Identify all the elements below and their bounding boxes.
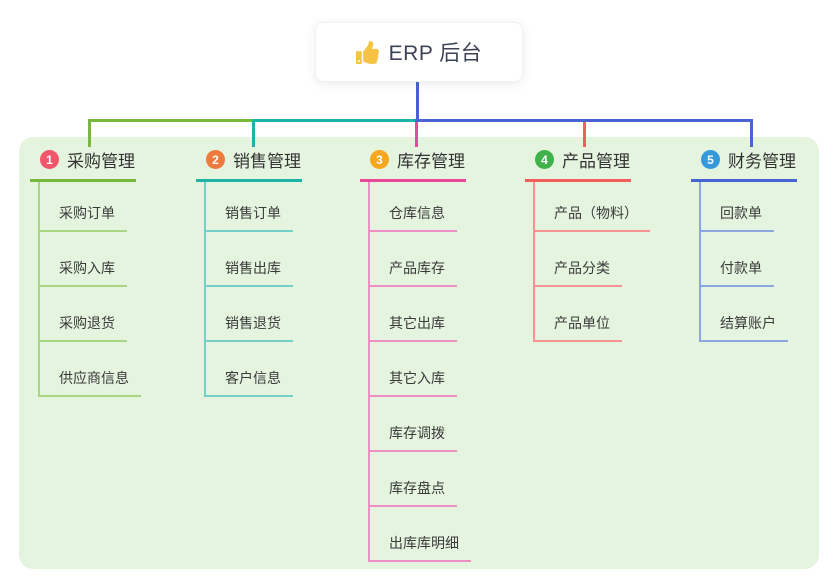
branch-column-4: 4 产品管理产品（物料）产品分类产品单位 xyxy=(525,145,650,342)
child-node[interactable]: 回款单 xyxy=(701,182,774,232)
branch-column-1: 1 采购管理采购订单采购入库采购退货供应商信息 xyxy=(30,145,141,397)
child-node[interactable]: 结算账户 xyxy=(701,287,788,342)
child-node[interactable]: 销售出库 xyxy=(206,232,293,287)
root-title: ERP 后台 xyxy=(388,42,483,65)
branch-header-4[interactable]: 4 产品管理 xyxy=(525,145,631,182)
branch-children-5: 回款单付款单结算账户 xyxy=(699,182,788,342)
branch-column-5: 5 财务管理回款单付款单结算账户 xyxy=(691,145,797,342)
numbered-badge-2: 2 xyxy=(206,150,225,169)
child-node[interactable]: 产品（物料） xyxy=(535,182,650,232)
child-node[interactable]: 库存调拨 xyxy=(370,397,457,452)
edge-bus-mid-teal xyxy=(252,119,418,122)
child-node[interactable]: 付款单 xyxy=(701,232,774,287)
root-node[interactable]: ERP 后台 xyxy=(315,22,523,82)
child-node[interactable]: 采购入库 xyxy=(40,232,127,287)
branch-children-3: 仓库信息产品库存其它出库其它入库库存调拨库存盘点出库库明细 xyxy=(368,182,471,562)
branch-label: 销售管理 xyxy=(233,152,301,171)
numbered-badge-3: 3 xyxy=(370,150,389,169)
child-node[interactable]: 供应商信息 xyxy=(40,342,141,397)
numbered-badge-5: 5 xyxy=(701,150,720,169)
branch-column-3: 3 库存管理仓库信息产品库存其它出库其它入库库存调拨库存盘点出库库明细 xyxy=(360,145,471,562)
edge-drop-branch-1 xyxy=(88,119,91,147)
branch-header-5[interactable]: 5 财务管理 xyxy=(691,145,797,182)
edge-drop-branch-5 xyxy=(750,119,753,147)
child-node[interactable]: 采购退货 xyxy=(40,287,127,342)
child-node[interactable]: 仓库信息 xyxy=(370,182,457,232)
edge-drop-branch-4 xyxy=(583,119,586,147)
numbered-badge-1: 1 xyxy=(40,150,59,169)
branch-header-3[interactable]: 3 库存管理 xyxy=(360,145,466,182)
child-node[interactable]: 客户信息 xyxy=(206,342,293,397)
child-node[interactable]: 其它入库 xyxy=(370,342,457,397)
branch-label: 产品管理 xyxy=(562,152,630,171)
child-node[interactable]: 产品分类 xyxy=(535,232,622,287)
branch-header-1[interactable]: 1 采购管理 xyxy=(30,145,136,182)
branch-children-4: 产品（物料）产品分类产品单位 xyxy=(533,182,650,342)
branches-panel xyxy=(19,137,819,569)
edge-bus-left-green xyxy=(88,119,255,122)
branch-label: 库存管理 xyxy=(397,152,465,171)
branch-children-1: 采购订单采购入库采购退货供应商信息 xyxy=(38,182,141,397)
branch-header-2[interactable]: 2 销售管理 xyxy=(196,145,302,182)
child-node[interactable]: 采购订单 xyxy=(40,182,127,232)
branch-children-2: 销售订单销售出库销售退货客户信息 xyxy=(204,182,293,397)
edge-drop-branch-2 xyxy=(252,119,255,147)
child-node[interactable]: 其它出库 xyxy=(370,287,457,342)
child-node[interactable]: 销售退货 xyxy=(206,287,293,342)
child-node[interactable]: 产品单位 xyxy=(535,287,622,342)
branch-column-2: 2 销售管理销售订单销售出库销售退货客户信息 xyxy=(196,145,302,397)
branch-label: 财务管理 xyxy=(728,152,796,171)
child-node[interactable]: 销售订单 xyxy=(206,182,293,232)
edge-bus-right-blue xyxy=(415,119,753,122)
edge-root-vertical xyxy=(416,82,419,119)
child-node[interactable]: 产品库存 xyxy=(370,232,457,287)
edge-drop-branch-3 xyxy=(415,119,418,147)
thumbs-up-icon xyxy=(355,40,379,64)
child-node[interactable]: 出库库明细 xyxy=(370,507,471,562)
branch-label: 采购管理 xyxy=(67,152,135,171)
numbered-badge-4: 4 xyxy=(535,150,554,169)
child-node[interactable]: 库存盘点 xyxy=(370,452,457,507)
